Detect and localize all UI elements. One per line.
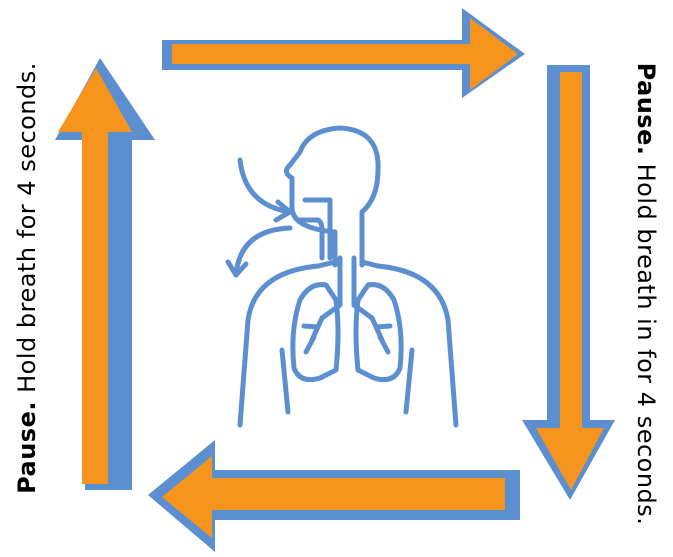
respiratory-system-icon [228,128,456,425]
right-label-bold: Pause. [632,63,660,156]
right-arrow-down [522,65,615,500]
left-label-text: Hold breath for 4 seconds. [13,62,41,401]
left-arrow-up [55,58,155,490]
left-label-bold: Pause. [13,401,41,494]
right-label-text: Hold breath in for 4 seconds. [632,155,660,525]
top-arrow-right [162,8,525,98]
right-instruction-label: Pause. Hold breath in for 4 seconds. [632,63,660,526]
bottom-arrow-left [148,440,520,552]
left-instruction-label: Pause. Hold breath for 4 seconds. [13,62,41,494]
